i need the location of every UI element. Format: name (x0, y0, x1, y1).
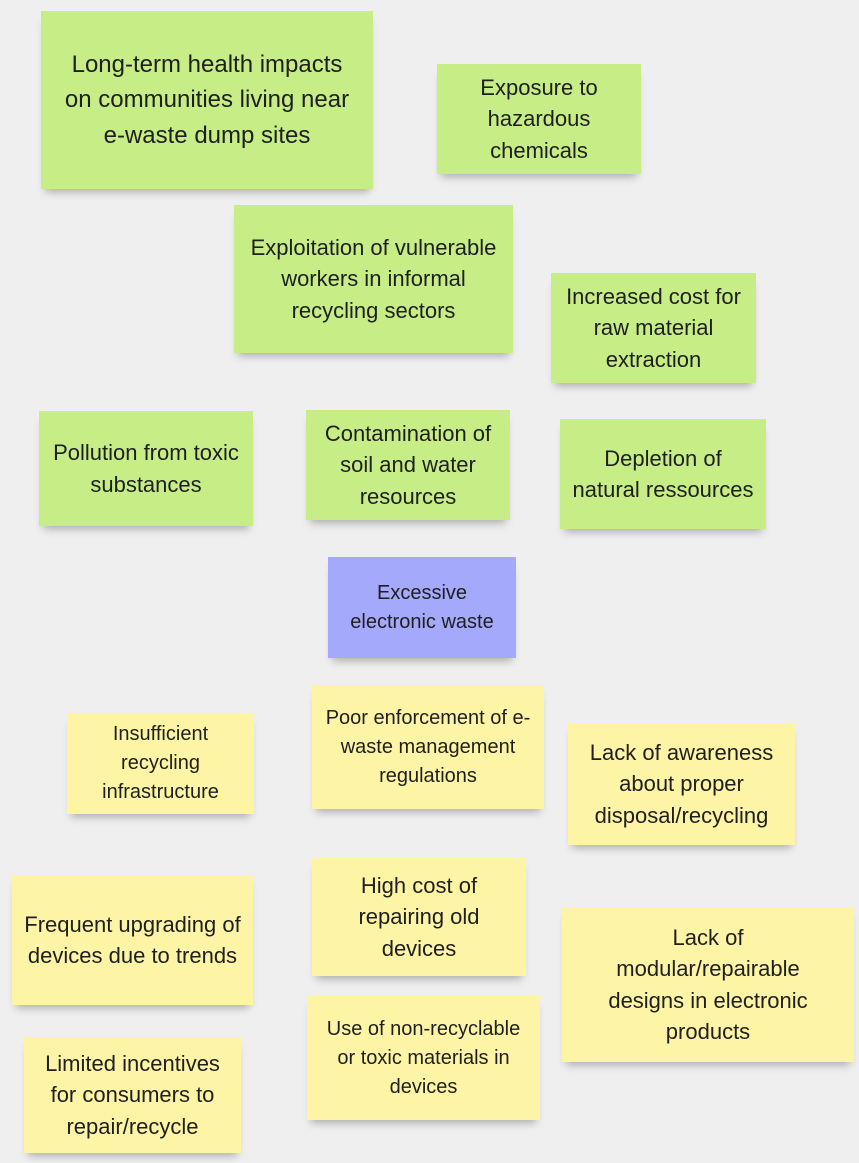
effect-note-text: Long-term health impacts on communities … (64, 51, 350, 149)
cause-note-lack-awareness[interactable]: Lack of awareness about proper disposal/… (568, 723, 795, 845)
cause-note-text: Poor enforcement of e-waste management r… (325, 706, 531, 787)
cause-note-insufficient-infrastructure[interactable]: Insufficient recycling infrastructure (67, 713, 254, 814)
effect-note-increased-cost[interactable]: Increased cost for raw material extracti… (551, 273, 756, 383)
effect-note-text: Exploitation of vulnerable workers in in… (250, 235, 497, 323)
cause-note-text: Frequent upgrading of devices due to tre… (24, 911, 241, 968)
cause-note-poor-enforcement[interactable]: Poor enforcement of e-waste management r… (312, 685, 544, 809)
effect-note-long-term-health[interactable]: Long-term health impacts on communities … (41, 11, 373, 189)
cause-note-text: Insufficient recycling infrastructure (102, 723, 219, 803)
effect-note-text: Contamination of soil and water resource… (324, 421, 492, 509)
effect-note-contamination[interactable]: Contamination of soil and water resource… (306, 410, 510, 520)
cause-note-high-cost-repair[interactable]: High cost of repairing old devices (312, 858, 526, 976)
effect-note-exposure-chemicals[interactable]: Exposure to hazardous chemicals (437, 64, 641, 174)
cause-note-text: Lack of awareness about proper disposal/… (589, 740, 774, 828)
core-problem-note[interactable]: Excessive electronic waste (328, 557, 516, 658)
cause-note-text: High cost of repairing old devices (358, 873, 480, 961)
cause-note-text: Limited incentives for consumers to repa… (45, 1051, 220, 1139)
effect-note-text: Depletion of natural ressources (572, 445, 754, 502)
effect-note-pollution-toxic[interactable]: Pollution from toxic substances (39, 411, 253, 526)
cause-note-lack-modular[interactable]: Lack of modular/repairable designs in el… (562, 907, 854, 1062)
cause-note-non-recyclable[interactable]: Use of non-recyclable or toxic materials… (307, 996, 540, 1120)
cause-note-frequent-upgrading[interactable]: Frequent upgrading of devices due to tre… (12, 875, 253, 1005)
cause-note-text: Lack of modular/repairable designs in el… (608, 925, 808, 1044)
effect-note-text: Pollution from toxic substances (53, 440, 239, 497)
effect-note-text: Increased cost for raw material extracti… (566, 284, 741, 372)
effect-note-exploitation-workers[interactable]: Exploitation of vulnerable workers in in… (234, 205, 513, 353)
effect-note-depletion[interactable]: Depletion of natural ressources (560, 419, 766, 529)
effect-note-text: Exposure to hazardous chemicals (480, 75, 598, 163)
core-problem-text: Excessive electronic waste (350, 581, 494, 633)
cause-note-text: Use of non-recyclable or toxic materials… (326, 1017, 521, 1098)
cause-note-limited-incentives[interactable]: Limited incentives for consumers to repa… (24, 1037, 241, 1153)
